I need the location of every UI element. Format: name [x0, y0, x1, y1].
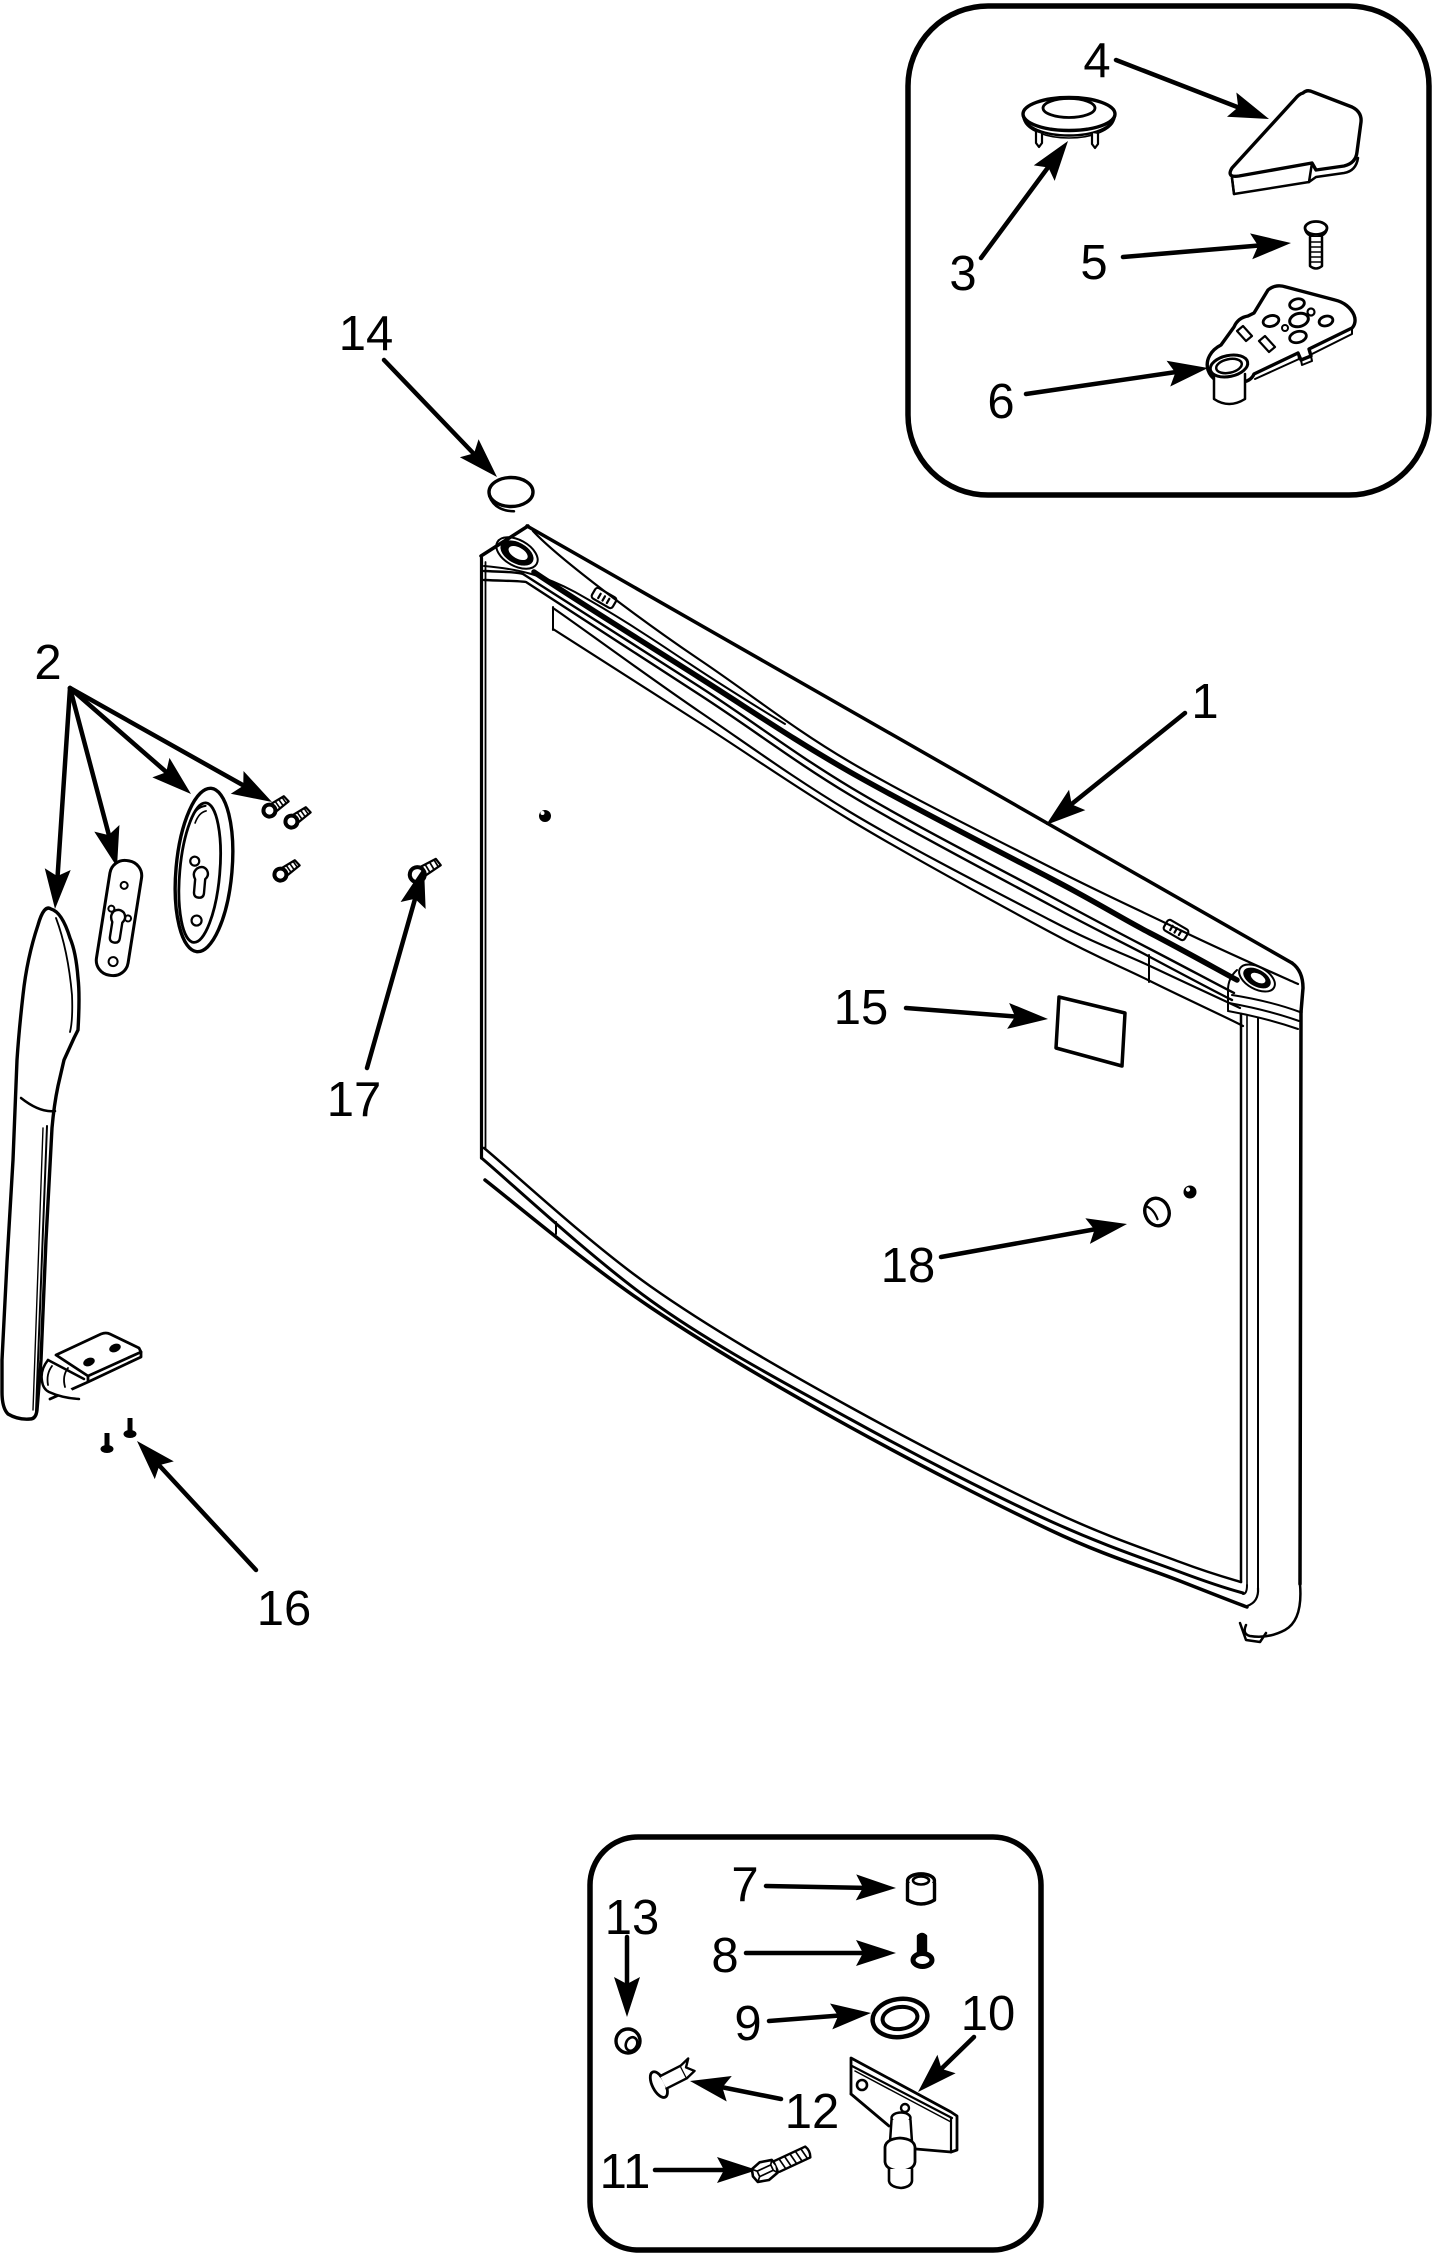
svg-text:16: 16 — [257, 1582, 312, 1636]
svg-text:1: 1 — [1191, 675, 1218, 729]
svg-text:9: 9 — [734, 1997, 761, 2051]
svg-text:4: 4 — [1083, 34, 1110, 88]
svg-text:11: 11 — [600, 2145, 651, 2199]
svg-text:18: 18 — [881, 1239, 936, 1293]
svg-text:7: 7 — [731, 1858, 758, 1912]
svg-text:3: 3 — [949, 247, 976, 301]
svg-text:6: 6 — [987, 375, 1014, 429]
svg-text:12: 12 — [785, 2085, 840, 2139]
svg-text:13: 13 — [605, 1891, 660, 1945]
svg-text:15: 15 — [834, 981, 889, 1035]
svg-text:10: 10 — [961, 1987, 1016, 2041]
svg-text:2: 2 — [34, 636, 61, 690]
svg-text:8: 8 — [711, 1929, 738, 1983]
svg-text:14: 14 — [339, 307, 394, 361]
svg-text:5: 5 — [1080, 236, 1107, 290]
svg-text:17: 17 — [327, 1073, 382, 1127]
